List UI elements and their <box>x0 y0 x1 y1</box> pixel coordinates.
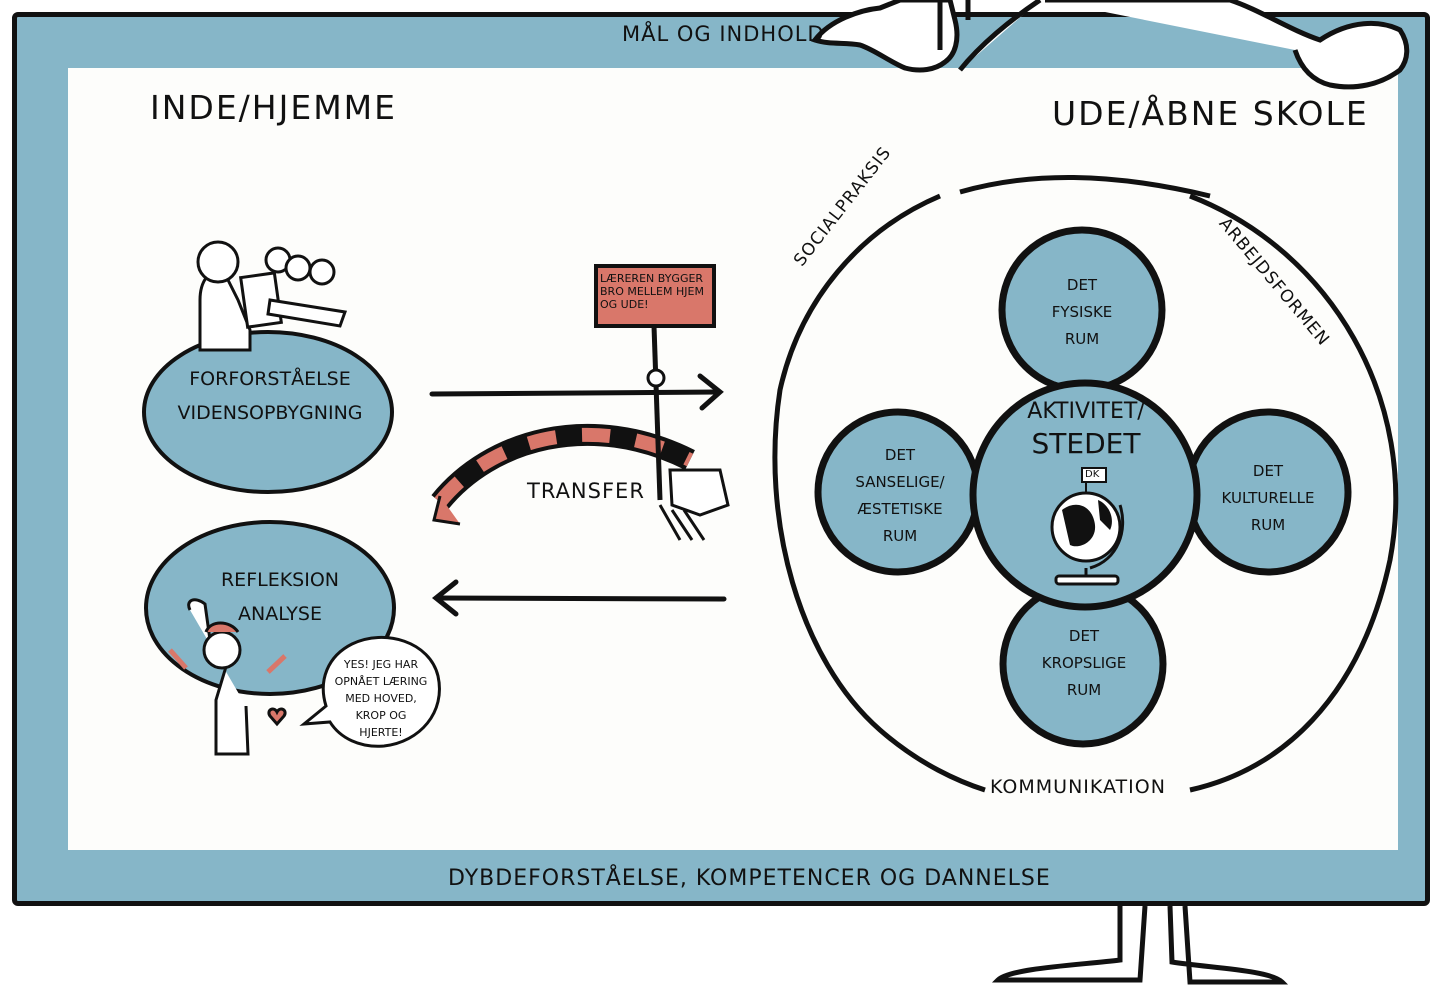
bubble-line: KROP OG <box>355 709 407 722</box>
knowledge-building-line: VIDENSOPBYGNING <box>177 402 363 424</box>
globe-flag-label: DK <box>1085 469 1100 480</box>
arrow-to-outside-icon <box>429 373 724 411</box>
communication-label: KOMMUNIKATION <box>990 776 1166 798</box>
bodily-room-text: DET KROPSLIGE RUM <box>1022 623 1146 704</box>
legs-icon <box>991 905 1289 985</box>
bubble-line: HJERTE! <box>359 726 403 739</box>
outer-ring-top <box>959 175 1211 199</box>
activity-line: AKTIVITET/ <box>1027 399 1145 424</box>
transfer-label: TRANSFER <box>527 479 645 503</box>
left-hand-icon <box>810 0 971 73</box>
room-line: DET <box>884 446 916 464</box>
room-line: KROPSLIGE <box>1041 654 1127 672</box>
sensory-room-text: DET SANSELIGE/ ÆSTETISKE RUM <box>838 442 962 550</box>
analysis-line: ANALYSE <box>238 603 322 625</box>
room-line: DET <box>1068 627 1100 645</box>
speech-bubble <box>299 635 441 748</box>
cultural-room-text: DET KULTURELLE RUM <box>1206 458 1330 539</box>
preunderstanding-ellipse <box>142 330 394 494</box>
reflection-text: REFLEKSION ANALYSE <box>170 563 390 631</box>
outer-ring <box>1189 193 1399 793</box>
teacher-figure-icon <box>658 468 730 541</box>
inside-home-heading: INDE/HJEMME <box>150 88 397 127</box>
room-line: FYSISKE <box>1051 303 1113 321</box>
room-line: DET <box>1252 462 1284 480</box>
happy-student-icon <box>168 598 287 756</box>
speech-bubble-text: YES! JEG HAR OPNÅET LÆRING MED HOVED, KR… <box>325 656 437 741</box>
teacher-and-pupils-icon <box>196 240 348 352</box>
room-line: DET <box>1066 276 1098 294</box>
outside-open-school-heading: UDE/ÅBNE SKOLE <box>1052 94 1369 133</box>
globe-icon <box>1050 467 1125 586</box>
room-line: RUM <box>1066 681 1102 699</box>
bubble-line: MED HOVED, <box>345 692 417 705</box>
bubble-line: OPNÅET LÆRING <box>334 675 428 688</box>
place-line: STEDET <box>1031 427 1141 460</box>
activity-place-text: AKTIVITET/ STEDET <box>1005 396 1167 460</box>
room-line: KULTURELLE <box>1221 489 1315 507</box>
outer-ring-left <box>772 193 986 793</box>
preunderstanding-text: FORFORSTÅELSE VIDENSOPBYGNING <box>160 362 380 430</box>
arrow-to-inside-icon <box>431 579 727 617</box>
room-line: RUM <box>1064 330 1100 348</box>
teacher-sign-text: LÆREREN BYGGER BRO MELLEM HJEM OG UDE! <box>600 272 704 311</box>
room-line: RUM <box>882 527 918 545</box>
room-line: ÆSTETISKE <box>857 500 943 518</box>
teacher-sign-icon <box>594 264 716 501</box>
room-line: RUM <box>1250 516 1286 534</box>
goals-content-label: MÅL OG INDHOLD <box>622 22 825 46</box>
bridge-icon <box>431 423 695 526</box>
bubble-line: YES! JEG HAR <box>343 658 419 671</box>
competences-label: DYBDEFORSTÅELSE, KOMPETENCER OG DANNELSE <box>448 866 1051 891</box>
physical-room-text: DET FYSISKE RUM <box>1022 272 1142 353</box>
room-line: SANSELIGE/ <box>855 473 945 491</box>
right-hand-icon <box>958 0 1410 90</box>
reflection-line: REFLEKSION <box>220 569 340 591</box>
preunderstanding-line: FORFORSTÅELSE <box>189 368 351 390</box>
